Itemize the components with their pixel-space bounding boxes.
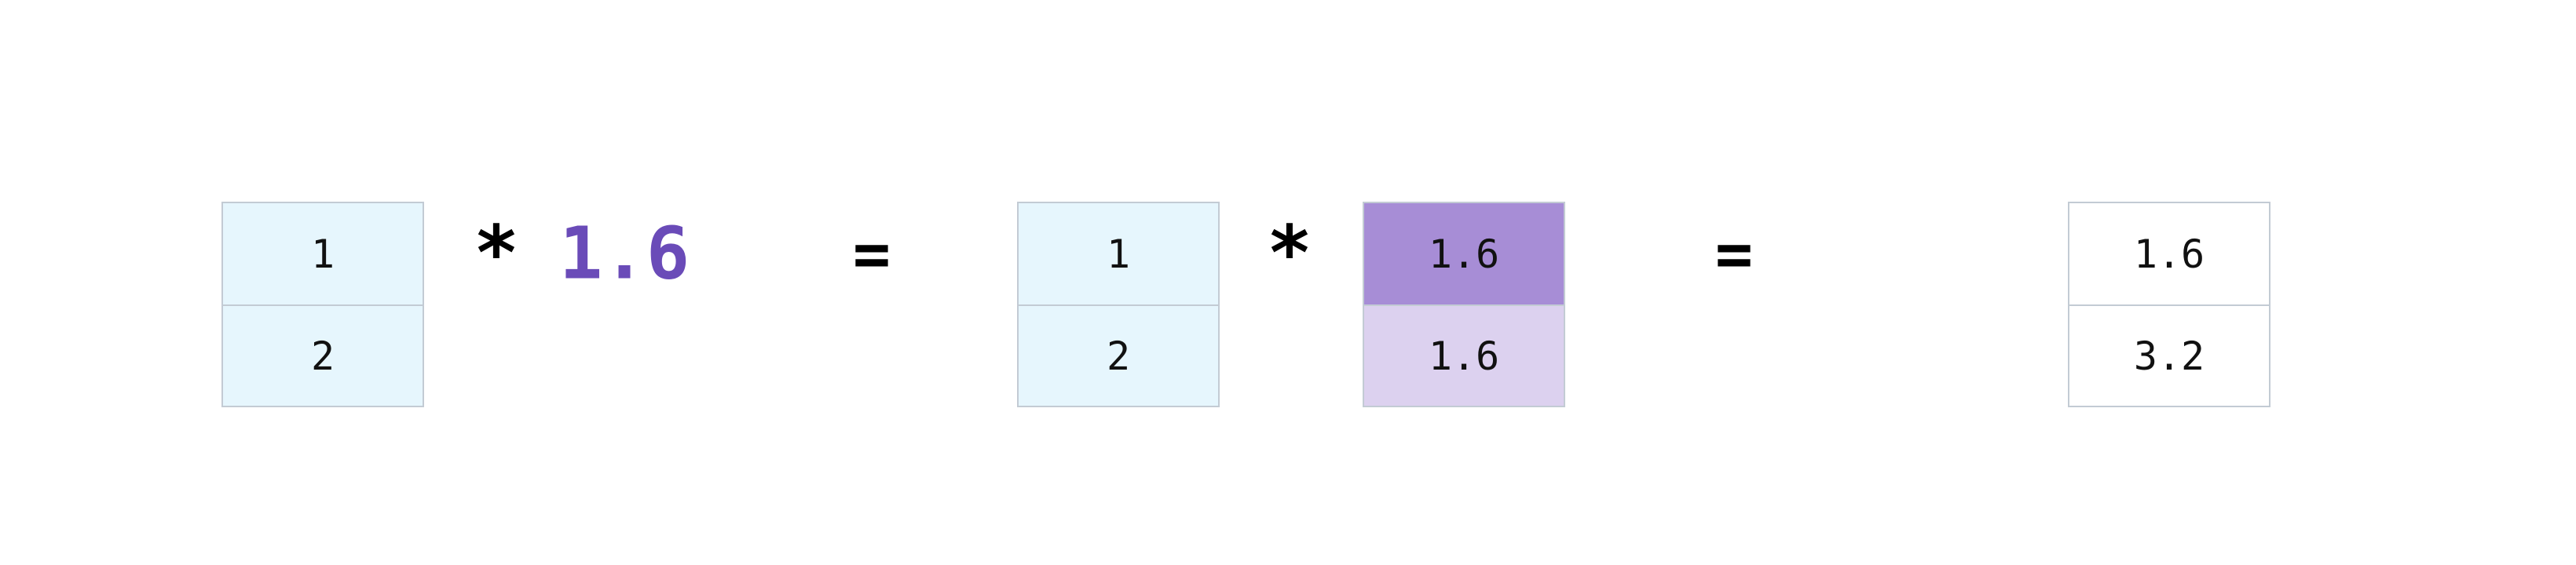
input-vector-middle: 1 2 bbox=[1017, 202, 1220, 407]
broadcast-vector: 1.6 1.6 bbox=[1363, 202, 1565, 407]
broadcast-cell-copy: 1.6 bbox=[1364, 304, 1564, 406]
broadcast-cell-original: 1.6 bbox=[1364, 203, 1564, 304]
input-cell: 2 bbox=[223, 304, 423, 406]
input-cell: 1 bbox=[223, 203, 423, 304]
equals-operator-right: = bbox=[1714, 217, 1754, 290]
input-cell: 2 bbox=[1019, 304, 1218, 406]
input-cell: 1 bbox=[1019, 203, 1218, 304]
scalar-value: 1.6 bbox=[559, 211, 690, 296]
equals-operator-left: = bbox=[852, 217, 891, 290]
result-vector: 1.6 3.2 bbox=[2068, 202, 2270, 407]
multiply-operator-middle: * bbox=[1267, 210, 1312, 297]
multiply-operator-left: * bbox=[474, 210, 519, 297]
result-cell: 3.2 bbox=[2069, 304, 2269, 406]
result-cell: 1.6 bbox=[2069, 203, 2269, 304]
input-vector-left: 1 2 bbox=[221, 202, 424, 407]
